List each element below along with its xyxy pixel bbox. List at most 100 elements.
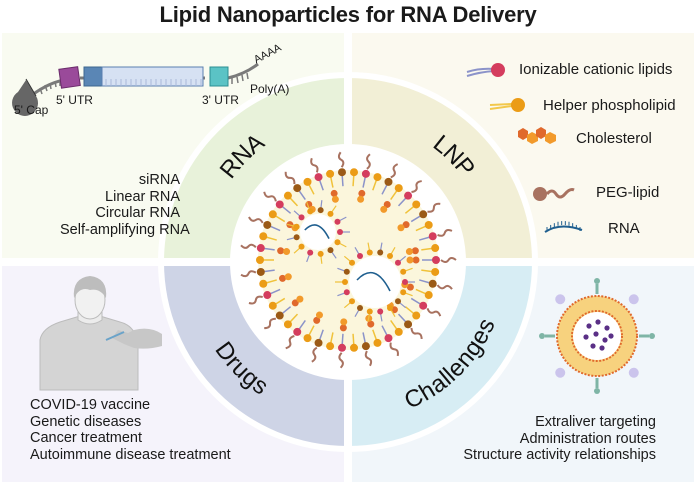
lipid-head [394, 184, 403, 193]
label-5-cap: 5' Cap [14, 103, 49, 117]
lipid-head [275, 311, 284, 320]
label-poly-a: Poly(A) [250, 82, 290, 96]
peg-chain [427, 202, 441, 213]
peg-chain [338, 352, 344, 369]
lipid-head [337, 343, 346, 352]
peg-chain [426, 307, 442, 317]
cholesterol-mark [367, 320, 375, 328]
antibody-ligand [539, 333, 545, 339]
challenge-item: Administration routes [519, 430, 656, 447]
ligand-sphere [628, 367, 639, 378]
peg-chain [263, 191, 277, 202]
lipid-head [428, 232, 437, 241]
rna-strand [304, 224, 330, 239]
lipid-head [256, 267, 265, 276]
cholesterol-mark [412, 256, 420, 264]
lipid-head [307, 208, 314, 215]
lipid-head [293, 184, 302, 193]
peg-chain [284, 171, 296, 185]
lipid-head [303, 177, 312, 186]
peg-chain [240, 270, 257, 278]
peg-chain [437, 228, 453, 237]
rna-type-item: siRNA [138, 172, 180, 188]
challenge-item: Structure activity relationships [463, 447, 656, 463]
lipid-head [424, 220, 433, 229]
cholesterol-mark [284, 273, 292, 281]
peg-chain [337, 151, 345, 168]
legend-ionizable-lipid-icon [466, 63, 505, 77]
lipid-head [337, 168, 346, 177]
peg-chain [364, 350, 373, 367]
lipid-head [387, 304, 393, 311]
legend-label-peg: PEG-lipid [596, 184, 660, 201]
lipid-head [428, 279, 437, 288]
cholesterol-mark [406, 283, 414, 291]
lipid-head [349, 259, 356, 266]
lipid-head [317, 207, 324, 214]
lipid-head [400, 289, 407, 296]
cargo-particle [602, 337, 608, 343]
lipid-head [307, 249, 314, 256]
rna-strand [356, 271, 391, 292]
antibody-ligand [594, 388, 600, 394]
label-5-utr: 5' UTR [56, 93, 93, 107]
lipid-head [419, 301, 428, 310]
ligand-sphere [555, 294, 566, 305]
cholesterol-mark [296, 295, 304, 303]
coding-sequence-block [101, 66, 204, 87]
lipid-head [259, 279, 268, 288]
cholesterol-mark [330, 189, 338, 197]
lipid-head [334, 239, 341, 246]
label-3-utr: 3' UTR [202, 93, 239, 107]
cargo-particle [590, 343, 596, 349]
cholesterol-mark [402, 221, 410, 229]
peg-chain [311, 346, 318, 363]
lipid-head [394, 298, 401, 305]
peg-chain [248, 216, 264, 224]
lipid-head [373, 338, 382, 347]
rna-types-list: siRNA Linear RNA Circular RNA Self-ampli… [60, 172, 190, 238]
legend-peg-lipid-icon [533, 187, 575, 201]
lipid-head [404, 191, 413, 200]
cholesterol-mark [331, 195, 339, 203]
lipid-head [412, 311, 421, 320]
lipid-head [298, 214, 305, 221]
drug-item: Autoimmune disease treatment [30, 446, 231, 463]
lipid-head [268, 301, 277, 310]
lipid-head [350, 168, 359, 177]
lipid-head [317, 250, 324, 257]
peg-chain [285, 335, 295, 350]
lipid-head [349, 298, 356, 305]
rna-type-item: Linear RNA [105, 188, 180, 205]
lipid-head [357, 304, 363, 311]
cholesterol-mark [313, 316, 321, 324]
challenges-list: Extraliver targeting Administration rout… [463, 414, 656, 464]
cholesterol-mark [358, 189, 366, 197]
lipid-head [394, 327, 403, 336]
lipid-head [384, 334, 393, 343]
peg-chain [240, 243, 257, 249]
peg-chain [389, 342, 399, 357]
cholesterol-mark [339, 324, 347, 332]
lipid-head [326, 169, 335, 178]
cholesterol-mark [277, 247, 285, 255]
lipid-head [259, 232, 268, 241]
cholesterol-mark [380, 205, 388, 213]
cholesterol-mark [405, 248, 413, 256]
lipid-head [293, 223, 300, 230]
legend-label-helper: Helper phospholipid [543, 97, 676, 114]
challenge-item: Extraliver targeting [535, 414, 656, 430]
lipid-head [293, 327, 302, 336]
lipid-head [373, 173, 382, 182]
legend-helper-phospholipid-icon [489, 98, 525, 112]
lipid-head [377, 308, 384, 315]
lipid-head [366, 249, 373, 256]
lipid-head [419, 210, 428, 219]
lipid-head [366, 308, 373, 315]
drug-item: Genetic diseases [30, 413, 142, 430]
cargo-particle [608, 333, 614, 339]
cholesterol-mark [406, 256, 414, 264]
start-block [83, 66, 103, 87]
lipid-head [400, 268, 407, 275]
